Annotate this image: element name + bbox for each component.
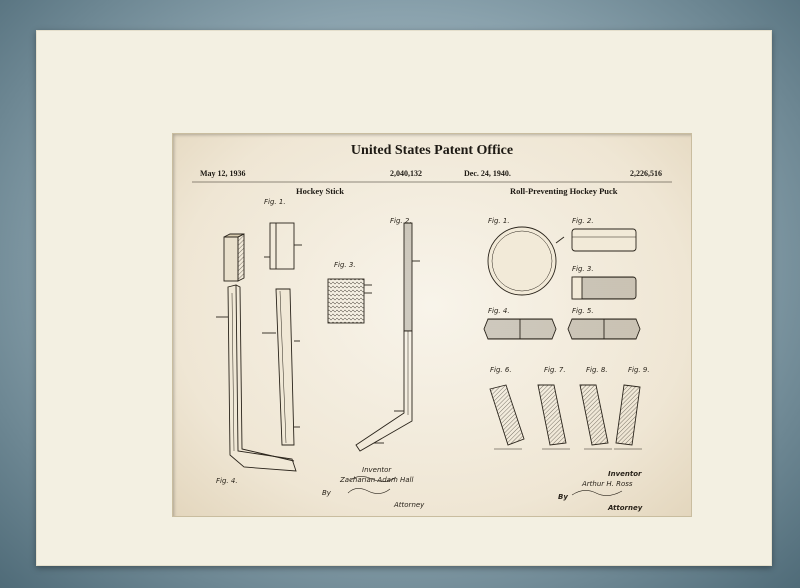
puck-fig1-top-view [487, 226, 565, 296]
right-fig-5-label: Fig. 5. [572, 307, 594, 315]
right-fig-1-label: Fig. 1. [488, 217, 510, 225]
puck-fig8 [579, 384, 612, 450]
patent-drawings [192, 181, 672, 496]
right-inventor-caption: Inventor [608, 470, 642, 478]
right-fig-4-label: Fig. 4. [488, 307, 510, 315]
puck-fig6 [489, 384, 525, 450]
right-by-label: By [558, 493, 568, 501]
left-patent-name: Hockey Stick [296, 186, 344, 196]
hockey-stick-shaft [262, 288, 300, 446]
left-by-label: By [322, 489, 331, 497]
right-patent-name: Roll-Preventing Hockey Puck [510, 186, 618, 196]
hockey-stick-fig2 [355, 222, 420, 452]
right-fig-9-label: Fig. 9. [628, 366, 650, 374]
left-attorney-label: Attorney [394, 501, 425, 509]
right-attorney-signature [571, 490, 623, 496]
right-fig-8-label: Fig. 8. [586, 366, 608, 374]
hockey-stick-fig1 [223, 222, 302, 282]
right-patent-number: 2,226,516 [630, 169, 662, 178]
right-fig-6-label: Fig. 6. [490, 366, 512, 374]
picture-mat: United States Patent Office May 12, 1936… [36, 30, 772, 566]
left-fig-4-label: Fig. 4. [216, 477, 238, 485]
right-fig-3-label: Fig. 3. [572, 265, 594, 273]
puck-fig5-section [567, 318, 641, 340]
hockey-stick-fig4 [216, 284, 297, 472]
right-patent-date: Dec. 24, 1940. [464, 169, 511, 178]
left-inventor-caption: Inventor [362, 466, 392, 474]
left-patent-date: May 12, 1936 [200, 169, 246, 178]
puck-fig2-side [571, 228, 637, 252]
left-fig-3-label: Fig. 3. [334, 261, 356, 269]
right-fig-7-label: Fig. 7. [544, 366, 566, 374]
right-attorney-label: Attorney [608, 504, 643, 512]
left-patent-number: 2,040,132 [390, 169, 422, 178]
right-fig-2-label: Fig. 2. [572, 217, 594, 225]
left-fig-1-label: Fig. 1. [264, 198, 286, 206]
sheet-title: United States Patent Office [350, 143, 514, 158]
puck-fig7 [537, 384, 570, 450]
right-inventor-name: Arthur H. Ross [582, 480, 633, 488]
left-attorney-signature [347, 488, 391, 494]
left-fig-2-label: Fig. 2. [390, 217, 412, 225]
puck-fig4-section [483, 318, 557, 340]
puck-fig9 [614, 384, 642, 450]
patent-print: United States Patent Office May 12, 1936… [172, 133, 692, 517]
left-inventor-name: Zacharian Adam Hall [340, 476, 414, 484]
wood-grain-fig3 [327, 278, 372, 324]
puck-fig3-side [571, 276, 637, 300]
